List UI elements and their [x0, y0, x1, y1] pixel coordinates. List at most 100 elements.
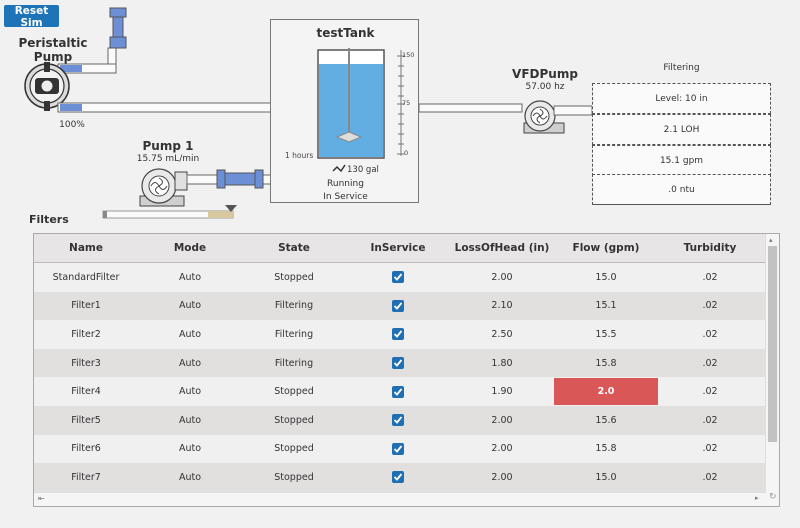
- mode-cell: Auto: [178, 328, 202, 340]
- inservice-checkbox[interactable]: [392, 299, 404, 312]
- column-header[interactable]: State: [278, 242, 310, 254]
- loh-cell: 1.90: [491, 386, 513, 398]
- loh-cell: 2.00: [491, 271, 513, 283]
- reset-sim-button[interactable]: Reset Sim: [4, 5, 59, 29]
- state-cell: Filtering: [274, 328, 314, 340]
- checkmark-icon: [393, 416, 403, 425]
- filter-flow: 15.1 gpm: [659, 155, 704, 166]
- inservice-cell: [346, 377, 450, 406]
- pump1-fitting-body: [224, 172, 256, 186]
- name-cell: Filter1: [71, 300, 101, 312]
- state-cell: Stopped: [274, 271, 314, 283]
- inservice-cell: [346, 435, 450, 464]
- column-header[interactable]: Flow (gpm): [572, 242, 640, 254]
- peristaltic-pump-title-line1: Peristaltic: [18, 36, 88, 50]
- vertical-scroll-thumb[interactable]: [768, 246, 777, 442]
- trend-icon: [332, 164, 346, 173]
- name-cell: StandardFilter: [52, 271, 120, 283]
- inservice-checkbox[interactable]: [392, 471, 404, 484]
- loh-cell: 2.00: [491, 471, 513, 483]
- flow-cell: 15.8: [595, 357, 617, 369]
- tank-volume: 130 gal: [347, 165, 379, 175]
- process-diagram: [24, 7, 593, 219]
- scroll-up-icon[interactable]: ▴: [769, 236, 773, 244]
- column-resize-icon[interactable]: ⇤: [38, 494, 45, 503]
- vertical-scrollbar[interactable]: ▴ ↻: [765, 234, 779, 506]
- loh-cell: 2.50: [491, 328, 513, 340]
- peristaltic-pump-icon[interactable]: [24, 62, 70, 111]
- state-cell: Filtering: [274, 300, 314, 312]
- column-header[interactable]: InService: [370, 242, 426, 254]
- inservice-checkbox[interactable]: [392, 328, 404, 341]
- inservice-checkbox[interactable]: [392, 271, 404, 284]
- loh-cell: 1.80: [491, 357, 513, 369]
- column-header[interactable]: LossOfHead (in): [454, 242, 550, 254]
- loh-cell: 2.00: [491, 443, 513, 455]
- inservice-checkbox[interactable]: [392, 442, 404, 455]
- tank-water-level: [319, 64, 383, 157]
- vfd-pump-title: VFDPump: [512, 67, 578, 81]
- peristaltic-pump-title-line2: Pump: [33, 50, 73, 64]
- pump1-fitting-left: [216, 169, 226, 189]
- turbidity-cell: .02: [702, 328, 718, 340]
- filter-status: Filtering: [663, 63, 700, 73]
- mode-cell: Auto: [178, 300, 202, 312]
- checkmark-icon: [393, 473, 403, 482]
- table-row[interactable]: Filter1 Auto Filtering 2.10 15.1 .02: [34, 291, 766, 321]
- filter-level-box: Level: 10 in: [592, 83, 771, 114]
- name-cell: Filter3: [71, 357, 101, 369]
- column-header[interactable]: Turbidity: [683, 242, 737, 254]
- state-cell: Stopped: [274, 386, 314, 398]
- agitator-blade-icon: [335, 131, 363, 143]
- inlet-fitting-bottom: [109, 36, 127, 49]
- pump1-icon[interactable]: [139, 168, 188, 207]
- flow-cell: 15.0: [595, 271, 617, 283]
- inservice-cell: [346, 263, 450, 292]
- horizontal-scrollbar[interactable]: ⇤ ▸: [34, 492, 766, 506]
- tank-scale-max: 150: [402, 51, 415, 59]
- column-header[interactable]: Mode: [173, 242, 207, 254]
- flow-cell: 15.6: [595, 414, 617, 426]
- checkmark-icon: [393, 388, 403, 396]
- tank-panel: testTank 150 75 0 1 hours 130 gal Runnin…: [270, 19, 419, 203]
- turbidity-cell: .02: [702, 300, 718, 312]
- turbidity-cell: .02: [702, 357, 718, 369]
- inservice-checkbox[interactable]: [392, 357, 404, 370]
- flow-cell: 15.0: [595, 471, 617, 483]
- turbidity-cell: .02: [702, 471, 718, 483]
- tank-service: In Service: [323, 192, 368, 202]
- refresh-icon[interactable]: ↻: [769, 492, 777, 502]
- filters-table[interactable]: Name Mode State InService LossOfHead (in) Flo…: [33, 233, 780, 507]
- loh-cell: 2.10: [491, 300, 513, 312]
- peristaltic-top-coupling: [60, 65, 82, 72]
- mode-cell: Auto: [178, 443, 202, 455]
- turbidity-cell: .02: [702, 414, 718, 426]
- pump1-speed-slider[interactable]: [102, 205, 237, 219]
- filter-level: Level: 10 in: [655, 93, 708, 104]
- table-header: Name Mode State InService LossOfHead (in) Flo…: [34, 234, 766, 263]
- inservice-checkbox[interactable]: [392, 414, 404, 427]
- scroll-right-icon[interactable]: ▸: [755, 494, 759, 502]
- vfd-pump-icon[interactable]: [523, 100, 593, 134]
- name-cell: Filter4: [71, 386, 101, 398]
- mode-cell: Auto: [178, 357, 202, 369]
- tank-scale-min: 0: [404, 149, 409, 157]
- inservice-cell: [346, 349, 450, 378]
- inservice-cell: [346, 320, 450, 349]
- inservice-checkbox[interactable]: [392, 385, 404, 398]
- mode-cell: Auto: [178, 471, 202, 483]
- loh-cell: 2.00: [491, 414, 513, 426]
- filter-loh: 2.1 LOH: [663, 124, 700, 135]
- tank-graphic[interactable]: [271, 20, 420, 204]
- peristaltic-outlet-pipe: [57, 102, 272, 113]
- column-header[interactable]: Name: [69, 242, 103, 254]
- flow-cell: 15.1: [595, 300, 617, 312]
- tank-title: testTank: [316, 26, 375, 40]
